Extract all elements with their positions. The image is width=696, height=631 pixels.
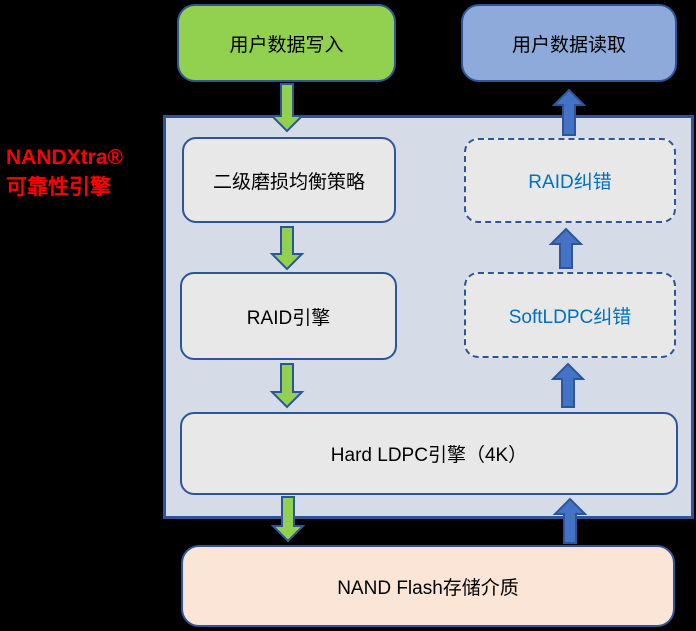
node-soft-ldpc-label: SoftLDPC纠错 xyxy=(508,306,632,328)
node-soft-ldpc: SoftLDPC纠错 xyxy=(464,272,676,358)
node-raid-engine: RAID引擎 xyxy=(180,272,397,360)
engine-title-line1: NANDXtra® xyxy=(6,146,123,169)
node-user-data-read: 用户数据读取 xyxy=(461,4,677,82)
node-raid-ecc-label: RAID纠错 xyxy=(528,172,612,193)
node-wear-leveling: 二级磨损均衡策略 xyxy=(182,137,396,223)
node-wear-leveling-label: 二级磨损均衡策略 xyxy=(212,171,365,193)
node-hard-ldpc: Hard LDPC引擎（4K） xyxy=(180,412,678,495)
node-nand-flash: NAND Flash存储介质 xyxy=(181,545,675,627)
node-raid-ecc: RAID纠错 xyxy=(464,138,676,223)
engine-title-line2: 可靠性引擎 xyxy=(6,176,111,199)
node-user-data-read-label: 用户数据读取 xyxy=(511,34,626,56)
node-hard-ldpc-label: Hard LDPC引擎（4K） xyxy=(330,445,528,466)
node-user-data-write-label: 用户数据写入 xyxy=(229,34,344,56)
engine-title: NANDXtra® 可靠性引擎 xyxy=(6,143,166,203)
node-raid-engine-label: RAID引擎 xyxy=(246,307,331,329)
node-nand-flash-label: NAND Flash存储介质 xyxy=(337,577,519,599)
node-user-data-write: 用户数据写入 xyxy=(177,4,396,82)
